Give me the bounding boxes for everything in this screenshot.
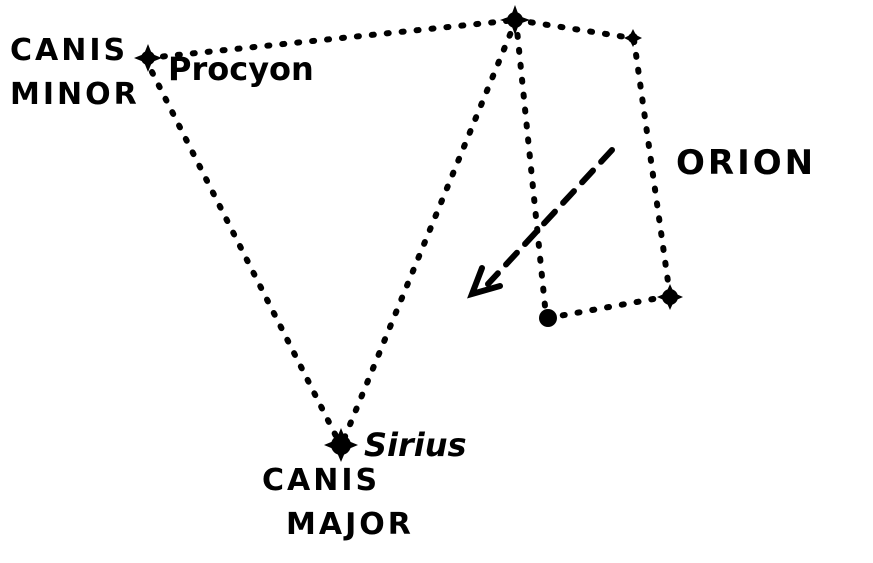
rigel-star-icon [657, 284, 683, 310]
direction-arrow [467, 147, 615, 299]
line-procyon-sirius [149, 69, 343, 447]
line-saiph-rigel [545, 293, 673, 321]
canis-minor-label-line2: MINOR [10, 77, 140, 112]
procyon-label: Procyon [168, 50, 314, 88]
canis-minor-label-line1: CANIS [10, 33, 128, 68]
sirius-label: Sirius [364, 426, 467, 464]
line-betelgeuse-bellatrix [513, 17, 635, 41]
canis-major-label-line1: CANIS [262, 463, 380, 498]
saiph-star-icon [539, 309, 557, 327]
bellatrix-star-icon [624, 29, 642, 47]
canis-major-label-line2: MAJOR [286, 507, 414, 542]
line-bellatrix-rigel [631, 37, 673, 299]
line-betelgeuse-saiph [513, 17, 549, 319]
sirius-star-icon [324, 428, 358, 462]
line-procyon-betelgeuse [145, 17, 519, 61]
line-betelgeuse-sirius [339, 17, 519, 447]
arrow-shaft-dashed [485, 147, 615, 287]
procyon-star-icon [134, 44, 162, 72]
arrow-head [467, 265, 503, 299]
orion-label: ORION [676, 143, 816, 183]
stars [134, 5, 683, 462]
betelgeuse-star-icon [500, 5, 530, 35]
dotted-lines [145, 17, 673, 447]
